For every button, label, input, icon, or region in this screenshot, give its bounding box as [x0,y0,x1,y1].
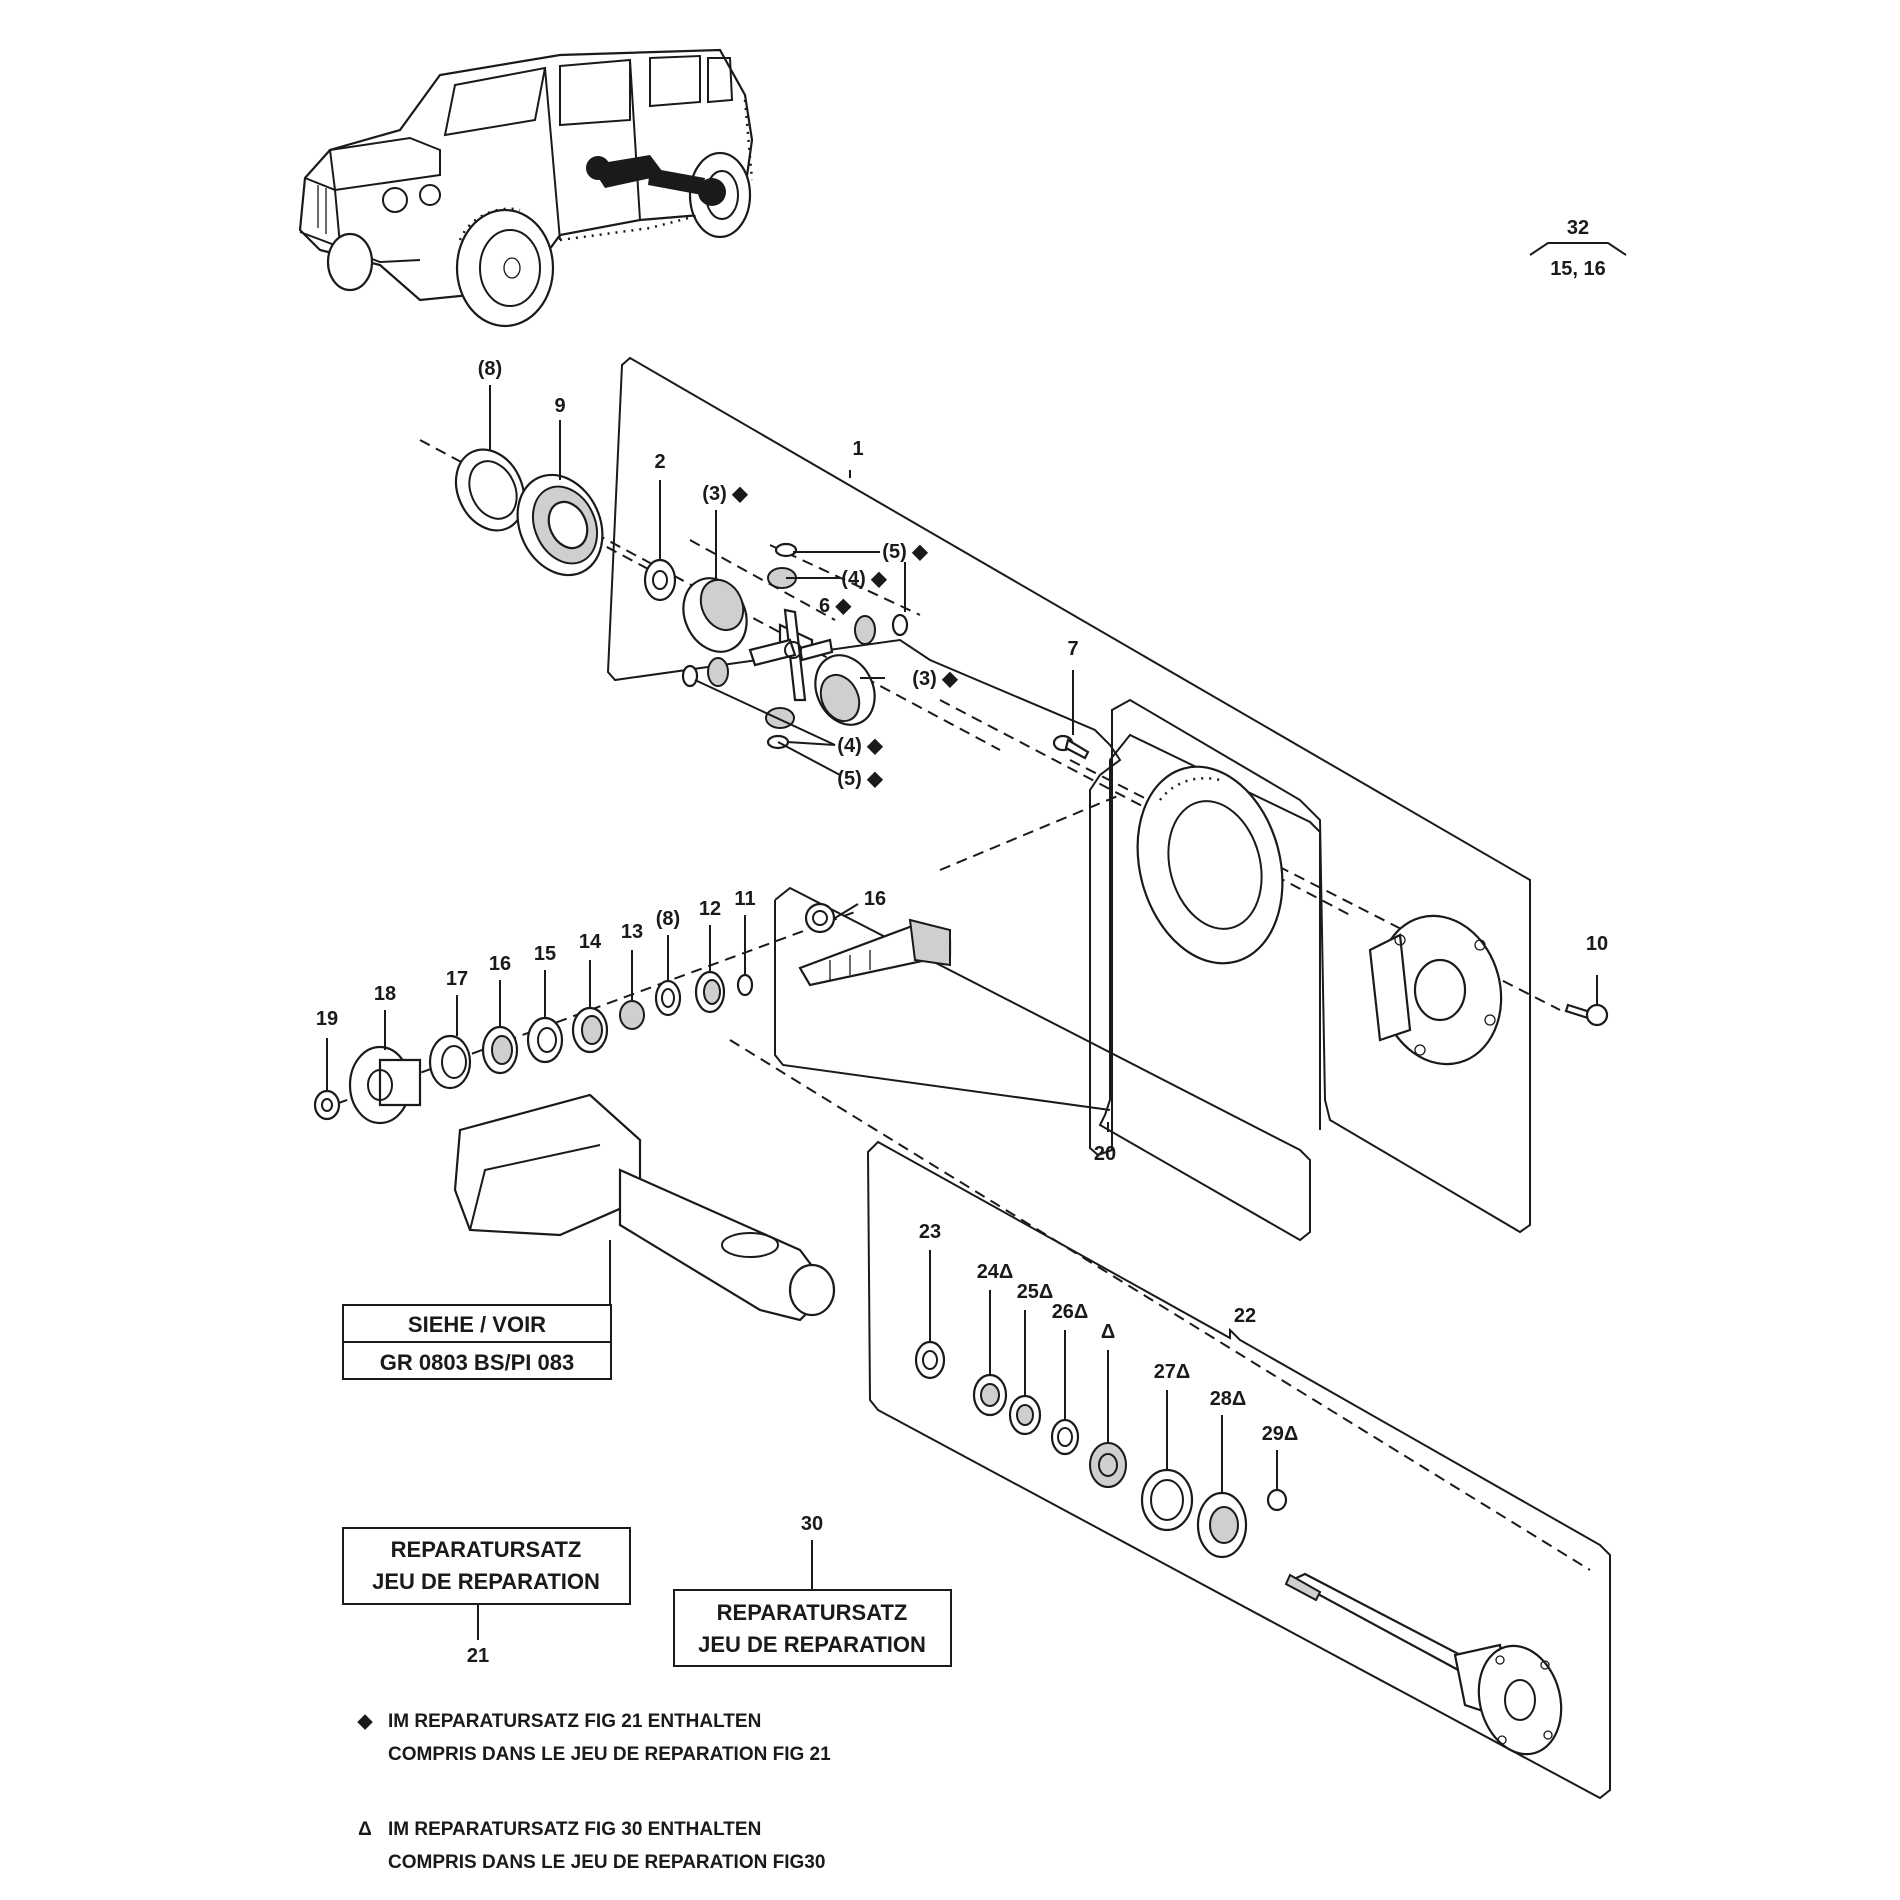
part-10-bolt [1564,1003,1609,1027]
part-13-spacer [619,1000,645,1030]
label-23: 23 [919,1221,941,1243]
part-23-nut [914,1340,946,1380]
legend-diamond-line1: IM REPARATURSATZ FIG 21 ENTHALTEN [388,1711,761,1732]
label-delta: Δ [1101,1321,1115,1343]
label-28: 28Δ [1210,1388,1247,1410]
part-3-side-gear-left [682,577,748,653]
part-labels: 1 2 (3) ◆ (5) ◆ (4) ◆ 6 ◆ (3) ◆ (4) ◆ (5… [316,358,1608,1667]
legend-diamond-symbol: ◆ [357,1711,374,1732]
part-11-ring [736,973,754,997]
see-box-line2: GR 0803 BS/PI 083 [380,1350,574,1375]
label-1: 1 [852,438,863,460]
label-4b: (4) ◆ [837,735,883,757]
group-1-frame [606,356,1531,1234]
part-8-seal [454,448,526,532]
part-18-flange [348,1045,422,1125]
label-11: 11 [734,888,755,910]
axle-shaft [1284,1572,1563,1756]
repair-kit-21-box: REPARATURSATZ JEU DE REPARATION [342,1527,631,1640]
label-21: 21 [467,1645,489,1667]
label-8a: (8) [478,358,502,380]
repair-kit-21-line2: JEU DE REPARATION [372,1569,600,1594]
label-15: 15 [534,943,556,965]
label-16a: 16 [864,888,886,910]
part-27-gasket [1140,1468,1194,1532]
see-reference-box: SIEHE / VOIR GR 0803 BS/PI 083 [342,1304,612,1380]
label-3b: (3) ◆ [912,668,958,690]
part-16-seal-inner [804,902,836,934]
legend-delta-line2: COMPRIS DANS LE JEU DE REPARATION FIG30 [388,1852,825,1873]
legend: ◆ IM REPARATURSATZ FIG 21 ENTHALTEN COMP… [357,1711,831,1873]
repair-kit-21-line1: REPARATURSATZ [391,1537,582,1562]
label-2: 2 [654,451,665,473]
label-7: 7 [1067,638,1078,660]
part-17-cover [428,1034,472,1090]
label-30: 30 [801,1513,823,1535]
label-12: 12 [699,898,721,920]
part-6-spider [748,608,834,702]
label-17: 17 [446,968,468,990]
part-26-ring [1050,1418,1080,1456]
label-14: 14 [579,931,602,953]
pinion-shaft [798,918,952,987]
part-16-seal-outer [481,1025,519,1075]
label-24: 24Δ [977,1261,1014,1283]
label-5a: (5) ◆ [882,541,928,563]
part-3-side-gear-right [814,654,876,726]
part-19-nut [313,1089,341,1121]
page-ref-bottom: 15, 16 [1550,258,1606,280]
vehicle-illustration [298,48,754,328]
legend-diamond-line2: COMPRIS DANS LE JEU DE REPARATION FIG 21 [388,1744,831,1765]
part-7-bolt [1052,734,1090,760]
part-24-seal [972,1373,1008,1417]
group-20-frame [774,733,1321,1242]
repair-kit-30-line2: JEU DE REPARATION [698,1632,926,1657]
page-reference: 32 15, 16 [1529,217,1627,280]
group-22-frame [866,1140,1611,1800]
label-3a: (3) ◆ [702,483,748,505]
label-8b: (8) [656,908,680,930]
label-4a: (4) ◆ [841,568,887,590]
label-6: 6 ◆ [819,595,852,617]
part-2-washer [643,558,677,602]
label-5b: (5) ◆ [837,768,883,790]
repair-kit-30-line1: REPARATURSATZ [717,1600,908,1625]
see-box-line1: SIEHE / VOIR [408,1312,546,1337]
part-15-seal [526,1016,564,1064]
part-delta-spacer [1089,1442,1127,1488]
part-4-pinion-gear-left [707,657,729,687]
part-28-cover [1196,1491,1248,1559]
page-ref-top: 32 [1567,217,1589,239]
part-8-shim [654,979,682,1017]
label-13: 13 [621,921,643,943]
label-9: 9 [554,395,565,417]
label-25: 25Δ [1017,1281,1054,1303]
legend-delta-symbol: Δ [358,1819,372,1840]
part-14-bearing [571,1006,609,1054]
ring-gear [1136,765,1284,965]
label-27: 27Δ [1154,1361,1191,1383]
label-22: 22 [1234,1305,1256,1327]
part-4-pinion-gear-right [854,615,876,645]
label-16b: 16 [489,953,511,975]
label-26: 26Δ [1052,1301,1089,1323]
part-9-bearing [516,473,604,577]
part-25-bearing [1008,1394,1042,1436]
differential-carrier [1368,914,1503,1066]
part-5-washer-top [774,542,798,558]
label-20: 20 [1094,1143,1116,1165]
part-29-nut [1266,1488,1288,1512]
legend-delta-line1: IM REPARATURSATZ FIG 30 ENTHALTEN [388,1819,761,1840]
label-19: 19 [316,1008,338,1030]
repair-kit-30-box: REPARATURSATZ JEU DE REPARATION [673,1540,952,1667]
leader-lines [326,385,1598,1493]
label-18: 18 [374,983,396,1005]
axle-housing [453,1093,836,1322]
part-5-washer-right [891,613,909,637]
part-12-bearing [694,970,726,1014]
label-10: 10 [1586,933,1608,955]
label-29: 29Δ [1262,1423,1299,1445]
part-5-washer-left [681,664,699,688]
